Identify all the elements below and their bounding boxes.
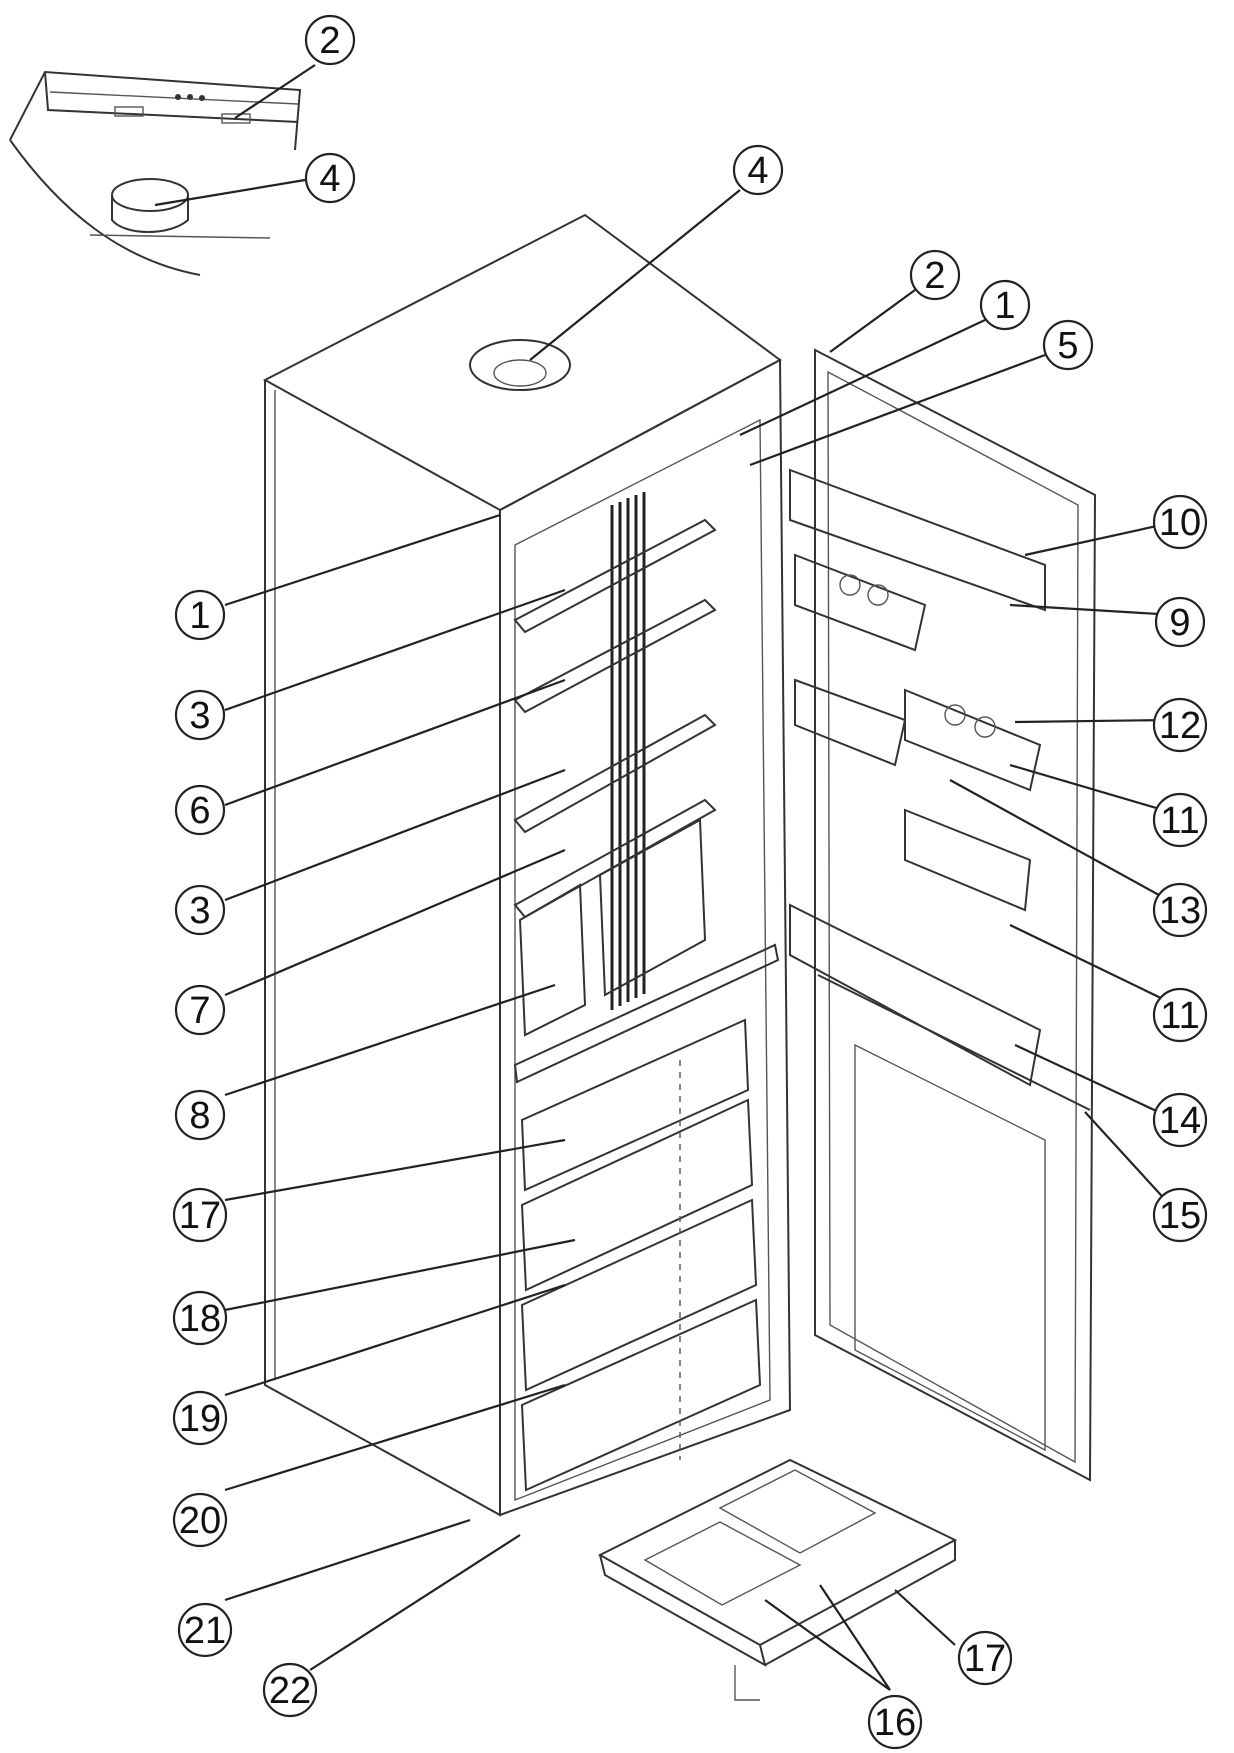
callouts: 2 4 4 2 1 5 1 3	[172, 14, 1208, 1750]
callout-label: 16	[874, 1702, 916, 1744]
callout-right-9: 9	[1154, 596, 1206, 648]
callout-label: 17	[964, 1638, 1006, 1680]
callout-top-4: 4	[732, 144, 784, 196]
ice-tray	[597, 1458, 958, 1701]
callout-left-22: 22	[262, 1662, 318, 1718]
callout-label: 15	[1159, 1195, 1201, 1237]
callout-inset-2: 2	[304, 14, 356, 66]
callout-inset-4: 4	[304, 152, 356, 204]
fridge-door	[789, 348, 1097, 1482]
evaporator-plate	[610, 492, 646, 1010]
callout-right-15: 15	[1152, 1187, 1208, 1243]
callout-label: 4	[747, 150, 768, 192]
cabinet-body	[262, 213, 792, 1517]
callout-label: 11	[1160, 995, 1199, 1037]
callout-label: 12	[1159, 705, 1201, 747]
callout-right-12: 12	[1152, 697, 1208, 753]
callout-label: 11	[1160, 800, 1199, 842]
callout-left-3b: 3	[174, 884, 226, 936]
callout-left-8: 8	[174, 1089, 226, 1141]
callout-label: 17	[179, 1195, 221, 1237]
callout-left-19: 19	[172, 1390, 228, 1446]
callout-label: 21	[184, 1610, 226, 1652]
callout-label: 13	[1159, 890, 1201, 932]
callout-top-1: 1	[979, 279, 1031, 331]
callout-top-2: 2	[909, 249, 961, 301]
callout-label: 20	[179, 1500, 221, 1542]
callout-left-3a: 3	[174, 689, 226, 741]
callout-label: 9	[1169, 602, 1190, 644]
inset-detail	[9, 70, 302, 276]
callout-label: 18	[179, 1298, 221, 1340]
callout-label: 10	[1159, 502, 1201, 544]
callout-top-5: 5	[1042, 319, 1094, 371]
callout-label: 3	[189, 695, 210, 737]
callout-right-11b: 11	[1152, 987, 1208, 1043]
callout-right-11a: 11	[1152, 792, 1208, 848]
callout-bottom-17: 17	[957, 1630, 1013, 1686]
callout-label: 2	[924, 255, 945, 297]
callout-left-1: 1	[174, 589, 226, 641]
callout-label: 7	[189, 990, 210, 1032]
callout-label: 4	[319, 158, 340, 200]
callout-label: 14	[1159, 1100, 1201, 1142]
callout-label: 1	[189, 595, 210, 637]
callout-left-18: 18	[172, 1290, 228, 1346]
callout-right-13: 13	[1152, 882, 1208, 938]
callout-label: 22	[269, 1670, 311, 1712]
callout-label: 2	[319, 20, 340, 62]
callout-label: 6	[189, 790, 210, 832]
callout-right-10: 10	[1152, 494, 1208, 550]
callout-label: 19	[179, 1398, 221, 1440]
callout-left-20: 20	[172, 1492, 228, 1548]
callout-left-21: 21	[177, 1602, 233, 1658]
callout-label: 1	[994, 285, 1015, 327]
callout-left-6: 6	[174, 784, 226, 836]
leader-lines	[154, 64, 1176, 1691]
callout-label: 8	[189, 1095, 210, 1137]
callout-right-14: 14	[1152, 1092, 1208, 1148]
callout-label: 5	[1057, 325, 1078, 367]
callout-label: 3	[189, 890, 210, 932]
callout-left-17: 17	[172, 1187, 228, 1243]
callout-bottom-16: 16	[867, 1694, 923, 1750]
callout-left-7: 7	[174, 984, 226, 1036]
